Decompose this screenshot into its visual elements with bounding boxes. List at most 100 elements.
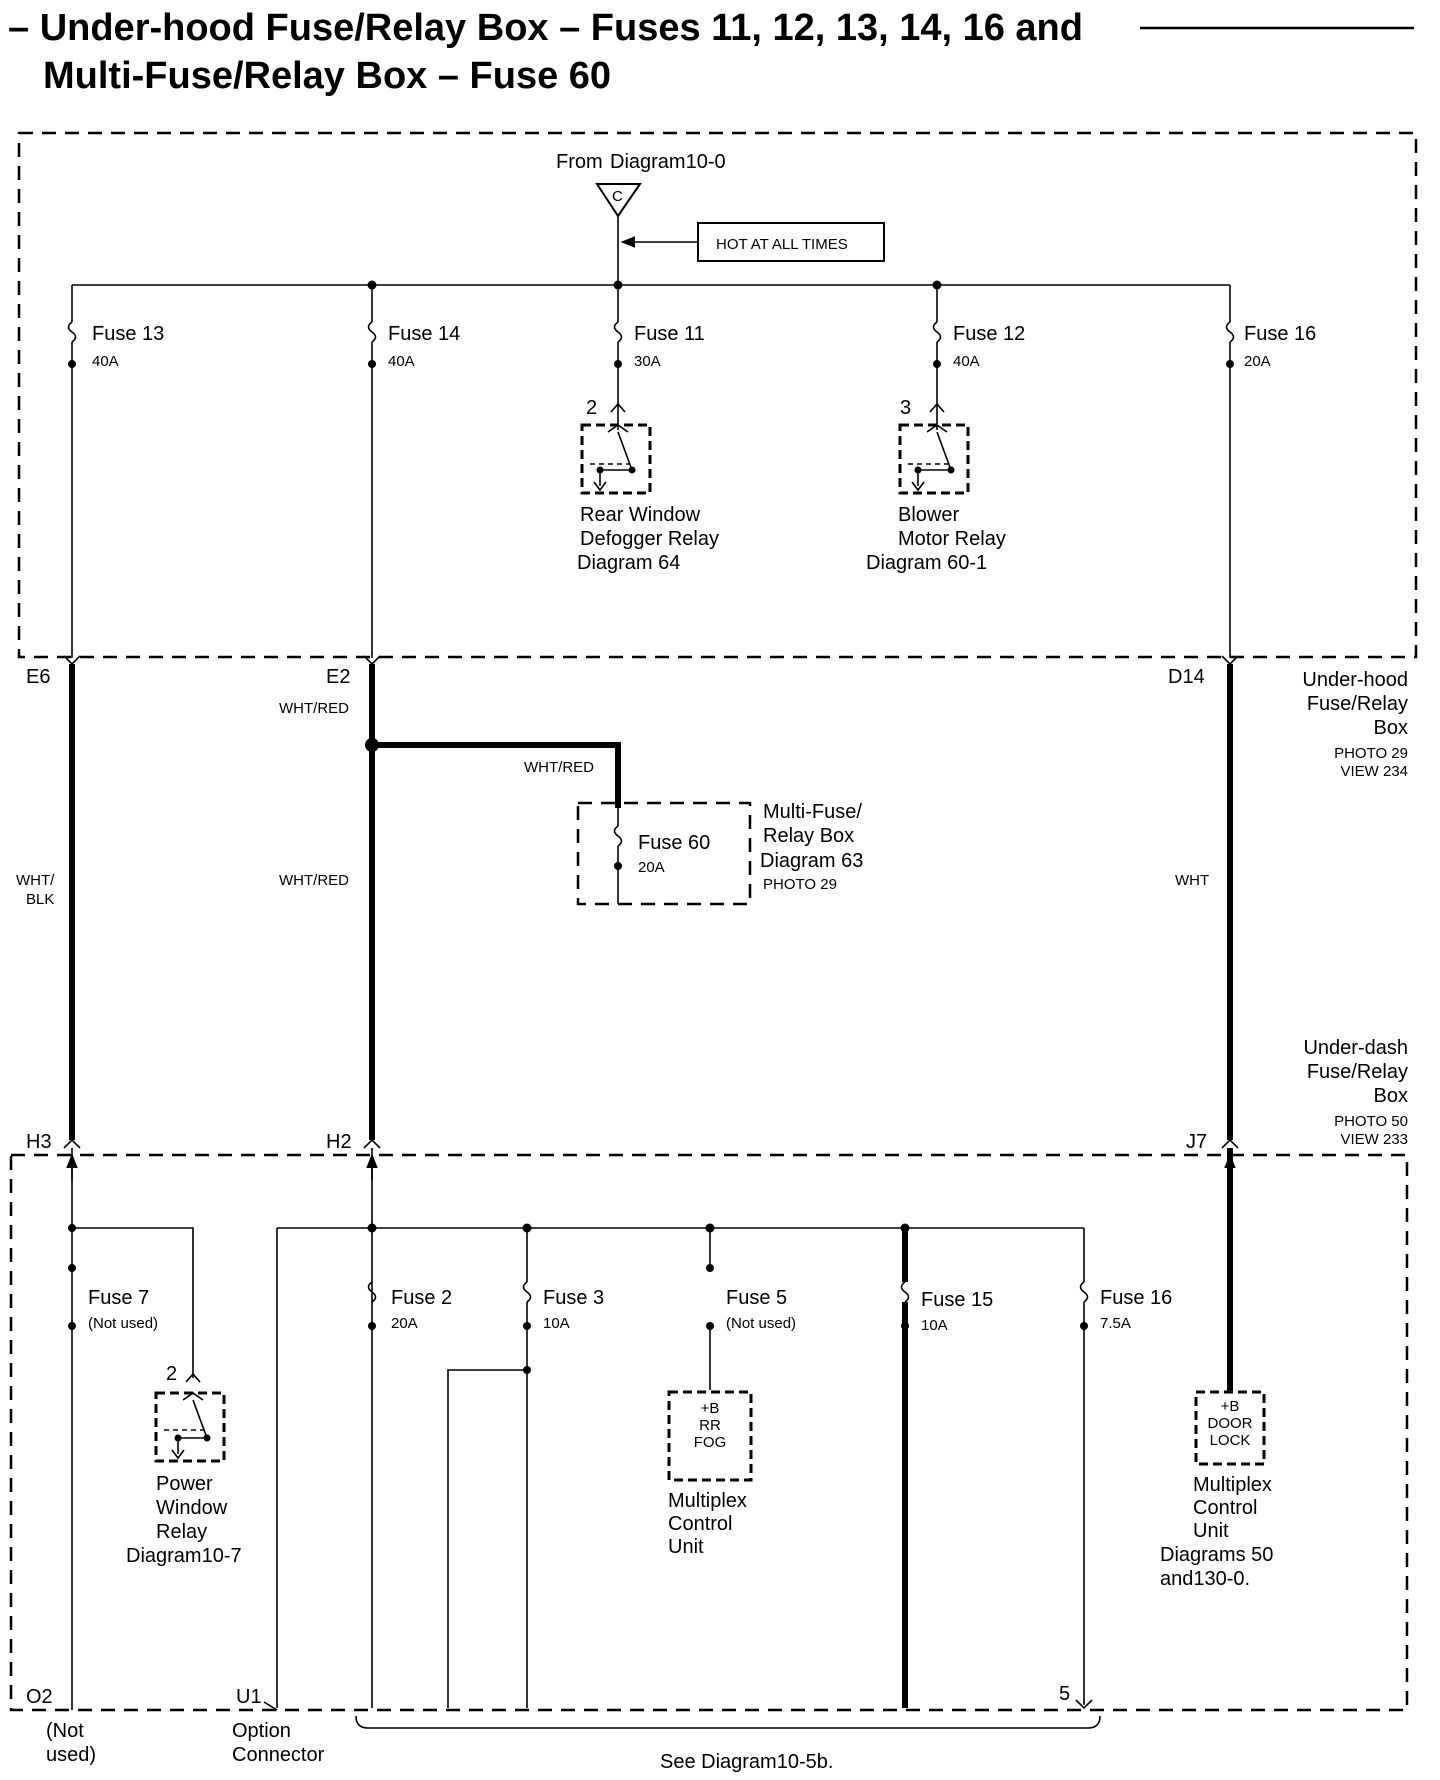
bottom-terminals: O2 U1 5 (Not used) Option Connector bbox=[26, 1683, 1093, 1766]
power-window-relay-pin: 2 bbox=[166, 1363, 177, 1385]
fuse-12: Fuse 12 40A bbox=[932, 285, 1025, 412]
power-window-label-1: Power bbox=[156, 1473, 213, 1495]
connector-c-triangle bbox=[595, 183, 642, 218]
multi-fuse-label-1: Multi-Fuse/ bbox=[763, 801, 862, 823]
svg-text:PHOTO 50: PHOTO 50 bbox=[1334, 1113, 1408, 1130]
svg-text:LOCK: LOCK bbox=[1210, 1432, 1251, 1449]
see-diagram-label: See Diagram10-5b. bbox=[660, 1751, 833, 1773]
blower-relay-label-3: Diagram 60-1 bbox=[866, 552, 987, 574]
wire-label-wht-red-top: WHT/RED bbox=[279, 700, 349, 717]
terminal-e2: E2 bbox=[326, 666, 350, 688]
multi-fuse-label-2: Relay Box bbox=[763, 825, 854, 847]
fuse-11: Fuse 11 30A bbox=[613, 285, 705, 412]
svg-text:+B: +B bbox=[701, 1400, 720, 1417]
option-connector-label-1: Option bbox=[232, 1720, 291, 1742]
terminal-j7: J7 bbox=[1186, 1131, 1207, 1153]
fuse-7-rating: (Not used) bbox=[88, 1315, 158, 1332]
svg-text:VIEW 234: VIEW 234 bbox=[1340, 763, 1408, 780]
not-used-label-1: (Not bbox=[46, 1720, 84, 1742]
terminal-d14: D14 bbox=[1168, 666, 1205, 688]
mcu-door-lock: +B DOOR LOCK Multiplex Control Unit Diag… bbox=[1160, 1390, 1273, 1590]
rear-window-defogger-relay: 2 Rear Window Defogger Relay Diagram 64 bbox=[577, 397, 719, 574]
terminal-e6: E6 bbox=[26, 666, 50, 688]
fuse-2-rating: 20A bbox=[391, 1315, 418, 1332]
svg-text:Control: Control bbox=[1193, 1497, 1257, 1519]
underhood-fuse-box bbox=[17, 131, 1418, 659]
title-line-2: Multi-Fuse/Relay Box – Fuse 60 bbox=[43, 55, 611, 97]
hot-at-all-times-label: HOT AT ALL TIMES bbox=[716, 236, 848, 253]
blower-motor-relay: 3 Blower Motor Relay Diagram 60-1 bbox=[866, 397, 1006, 574]
connector-c-letter: C bbox=[612, 188, 623, 205]
wire-label-wht: WHT bbox=[1175, 872, 1209, 889]
defogger-relay-pin: 2 bbox=[586, 397, 597, 419]
not-used-label-2: used) bbox=[46, 1744, 96, 1766]
fuse-60-name: Fuse 60 bbox=[638, 832, 710, 854]
fuse-14-name: Fuse 14 bbox=[388, 323, 460, 345]
svg-text:RR: RR bbox=[699, 1417, 721, 1434]
fuse-14-rating: 40A bbox=[388, 353, 415, 370]
svg-text:Diagrams 50: Diagrams 50 bbox=[1160, 1544, 1273, 1566]
mcu-rr-fog: +B RR FOG Multiplex Control Unit bbox=[667, 1390, 753, 1558]
svg-text:PHOTO 29: PHOTO 29 bbox=[1334, 745, 1408, 762]
svg-text:VIEW 233: VIEW 233 bbox=[1340, 1131, 1408, 1148]
svg-text:Box: Box bbox=[1374, 717, 1408, 739]
wire-label-wht-red: WHT/RED bbox=[279, 872, 349, 889]
terminal-u1: U1 bbox=[236, 1686, 262, 1708]
blower-relay-label-2: Motor Relay bbox=[898, 528, 1006, 550]
fuse-3: Fuse 3 10A bbox=[447, 1228, 604, 1708]
fuse-16-top-name: Fuse 16 bbox=[1244, 323, 1316, 345]
fuse-15: Fuse 15 10A bbox=[900, 1228, 993, 1708]
fuse-3-name: Fuse 3 bbox=[543, 1287, 604, 1309]
fuse-14: Fuse 14 40A bbox=[367, 285, 460, 658]
fuse-15-rating: 10A bbox=[921, 1317, 948, 1334]
fuse-13-rating: 40A bbox=[92, 353, 119, 370]
underhood-terminals: E6 E2 D14 bbox=[26, 655, 1239, 688]
power-window-label-3: Relay bbox=[156, 1521, 207, 1543]
power-window-relay: 2 Power Window Relay Diagram10-7 bbox=[126, 1363, 242, 1567]
wire-label-wht-blk-1: WHT/ bbox=[16, 872, 55, 889]
svg-text:DOOR: DOOR bbox=[1208, 1415, 1253, 1432]
multi-fuse-photo: PHOTO 29 bbox=[763, 876, 837, 893]
fuse-5-rating: (Not used) bbox=[726, 1315, 796, 1332]
wire-branch-fuse-60 bbox=[372, 742, 621, 808]
from-diagram-ref: Diagram10-0 bbox=[610, 151, 726, 173]
power-window-feed bbox=[72, 1227, 194, 1378]
fuse-16-bottom-rating: 7.5A bbox=[1100, 1315, 1131, 1332]
svg-text:Unit: Unit bbox=[1193, 1520, 1229, 1542]
title-line-1: – Under-hood Fuse/Relay Box – Fuses 11, … bbox=[8, 7, 1083, 49]
fuse-16-top-rating: 20A bbox=[1244, 353, 1271, 370]
underdash-fuse-box bbox=[9, 1153, 1409, 1712]
fuse-5: Fuse 5 (Not used) bbox=[706, 1228, 796, 1390]
underhood-box-label: Under-hood Fuse/Relay Box PHOTO 29 VIEW … bbox=[1302, 669, 1408, 780]
svg-text:and130-0.: and130-0. bbox=[1160, 1568, 1250, 1590]
fuse-16-bottom: Fuse 16 7.5A bbox=[1079, 1280, 1172, 1705]
underdash-terminals: H3 H2 J7 bbox=[26, 1131, 1239, 1153]
defogger-relay-label-2: Defogger Relay bbox=[580, 528, 719, 550]
defogger-relay-label-3: Diagram 64 bbox=[577, 552, 680, 574]
svg-text:Fuse/Relay: Fuse/Relay bbox=[1307, 693, 1408, 715]
multi-fuse-relay-box: Fuse 60 20A Multi-Fuse/ Relay Box Diagra… bbox=[576, 801, 863, 906]
svg-text:Control: Control bbox=[668, 1513, 732, 1535]
wire-label-wht-red-branch: WHT/RED bbox=[524, 759, 594, 776]
power-window-label-4: Diagram10-7 bbox=[126, 1545, 242, 1567]
option-connector-label-2: Connector bbox=[232, 1744, 325, 1766]
multi-fuse-label-3: Diagram 63 bbox=[760, 850, 863, 872]
fuse-2: Fuse 2 20A bbox=[367, 1281, 452, 1332]
fuse-11-name: Fuse 11 bbox=[634, 323, 705, 345]
svg-text:FOG: FOG bbox=[694, 1434, 727, 1451]
svg-text:Box: Box bbox=[1374, 1085, 1408, 1107]
svg-text:Multiplex: Multiplex bbox=[668, 1490, 747, 1512]
svg-text:+B: +B bbox=[1221, 1398, 1240, 1415]
terminal-o2: O2 bbox=[26, 1686, 53, 1708]
underdash-box-label: Under-dash Fuse/Relay Box PHOTO 50 VIEW … bbox=[1303, 1037, 1408, 1148]
blower-relay-label-1: Blower bbox=[898, 504, 959, 526]
svg-text:Fuse/Relay: Fuse/Relay bbox=[1307, 1061, 1408, 1083]
fuse-5-name: Fuse 5 bbox=[726, 1287, 787, 1309]
svg-text:Unit: Unit bbox=[668, 1536, 704, 1558]
fuse-3-rating: 10A bbox=[543, 1315, 570, 1332]
defogger-relay-label-1: Rear Window bbox=[580, 504, 701, 526]
pin-5: 5 bbox=[1059, 1683, 1070, 1705]
see-diagram-bracket bbox=[355, 1715, 1101, 1729]
fuse-60-rating: 20A bbox=[638, 859, 665, 876]
